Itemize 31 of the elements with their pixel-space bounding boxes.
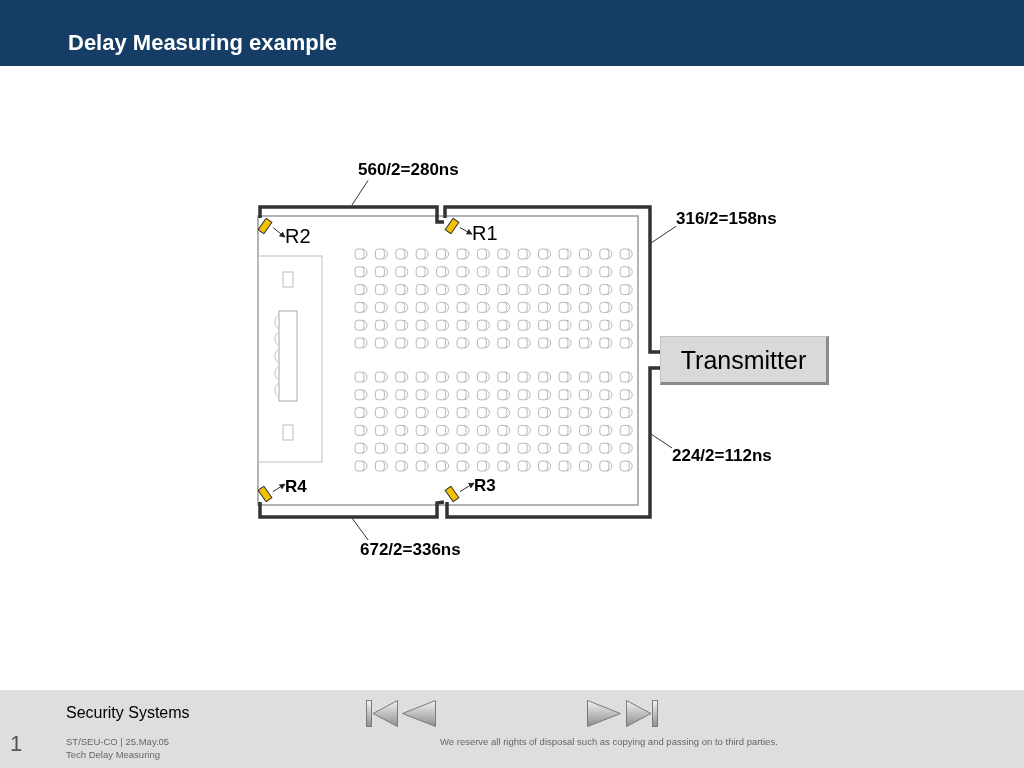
delay-label: 560/2=280ns bbox=[358, 160, 459, 181]
leader-arrow bbox=[459, 227, 473, 235]
leader-line bbox=[650, 433, 673, 449]
section-name: Security Systems bbox=[66, 703, 190, 723]
receiver-icon bbox=[257, 218, 273, 234]
receiver-icon bbox=[257, 486, 273, 502]
slide-title: Delay Measuring example bbox=[68, 30, 337, 56]
delay-label: 672/2=336ns bbox=[360, 540, 461, 561]
page-number: 1 bbox=[10, 731, 23, 758]
leader-arrow bbox=[272, 483, 286, 493]
leader-line bbox=[351, 179, 369, 206]
cable-line bbox=[258, 500, 445, 519]
document-reference: ST/SEU-CO | 25.May.05 bbox=[66, 736, 170, 748]
receiver-icon bbox=[444, 486, 460, 502]
cable-line bbox=[443, 205, 660, 354]
receiver-label: R3 bbox=[474, 476, 496, 497]
receiver-icon bbox=[444, 218, 460, 234]
transmitter-box: Transmitter bbox=[660, 336, 829, 385]
cable-line bbox=[445, 366, 660, 519]
delay-label: 224/2=112ns bbox=[672, 446, 772, 467]
leader-line bbox=[650, 225, 677, 244]
leader-arrow bbox=[272, 227, 286, 238]
leader-arrow bbox=[459, 482, 475, 493]
document-title: Tech Delay Measuring bbox=[66, 749, 160, 761]
cable-line bbox=[258, 205, 444, 224]
leader-line bbox=[351, 517, 369, 541]
receiver-label: R4 bbox=[285, 477, 307, 498]
receiver-label: R1 bbox=[472, 221, 498, 245]
copyright-notice: We reserve all rights of disposal such as copying and passing on to third parties. bbox=[440, 736, 778, 748]
delay-label: 316/2=158ns bbox=[676, 209, 777, 230]
receiver-label: R2 bbox=[285, 224, 311, 248]
